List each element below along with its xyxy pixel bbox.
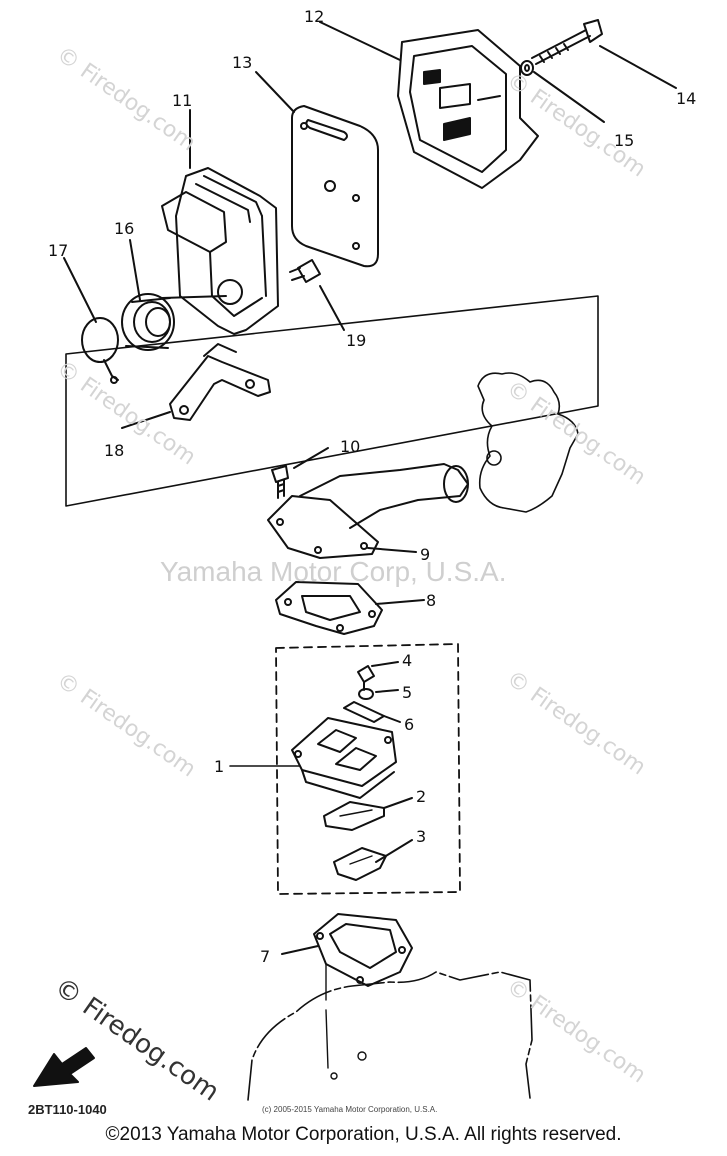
reed-screw-part — [357, 665, 375, 691]
grommet-part — [121, 293, 175, 351]
silencer-case-part — [161, 167, 279, 335]
reed-plate-part — [333, 847, 387, 881]
part-number-16: 16 — [114, 219, 134, 238]
washer-part — [520, 60, 534, 76]
copyright-footer: ©2013 Yamaha Motor Corporation, U.S.A. A… — [105, 1124, 622, 1145]
part-number-12: 12 — [304, 7, 324, 26]
part-number-1: 1 — [214, 757, 224, 776]
reed-valve-body-part — [291, 717, 397, 799]
diagram-code: 2BT110-1040 — [28, 1102, 107, 1117]
fwd-arrow-icon — [33, 1047, 95, 1087]
small-copyright: (c) 2005-2015 Yamaha Motor Corporation, … — [262, 1105, 438, 1114]
part-number-18: 18 — [104, 441, 124, 460]
reed-part — [323, 801, 385, 831]
part-number-3: 3 — [416, 827, 426, 846]
part-number-labels: 12 13 11 16 17 14 15 19 18 10 9 8 4 5 6 … — [48, 7, 696, 966]
gasket-plate-part — [291, 105, 379, 268]
part-number-8: 8 — [426, 591, 436, 610]
silencer-cover-part — [397, 29, 539, 189]
engine-fragment-lower — [247, 971, 533, 1101]
intake-manifold-part — [267, 463, 469, 559]
part-number-14: 14 — [676, 89, 696, 108]
center-watermark: Yamaha Motor Corp, U.S.A. — [160, 556, 507, 587]
screw-part — [289, 259, 321, 283]
assembly-bracket-line — [65, 295, 599, 507]
hose-clamp-part — [81, 317, 119, 384]
part-number-19: 19 — [346, 331, 366, 350]
engine-fragment-upper — [477, 372, 579, 513]
part-number-10: 10 — [340, 437, 360, 456]
reed-valve-assembly-box — [275, 643, 461, 895]
reed-stopper-part — [343, 701, 385, 723]
part-number-13: 13 — [232, 53, 252, 72]
base-gasket-part — [313, 913, 413, 987]
bolt-part — [531, 19, 603, 65]
part-number-11: 11 — [172, 91, 192, 110]
part-number-15: 15 — [614, 131, 634, 150]
part-number-6: 6 — [404, 715, 414, 734]
part-number-7: 7 — [260, 947, 270, 966]
part-number-9: 9 — [420, 545, 430, 564]
part-number-5: 5 — [402, 683, 412, 702]
part-number-17: 17 — [48, 241, 68, 260]
intake-bolt-part — [271, 465, 289, 499]
reed-washer-part — [358, 688, 374, 700]
part-number-4: 4 — [402, 651, 412, 670]
bracket-part — [169, 343, 271, 421]
intake-gasket-part — [275, 581, 383, 635]
part-number-2: 2 — [416, 787, 426, 806]
